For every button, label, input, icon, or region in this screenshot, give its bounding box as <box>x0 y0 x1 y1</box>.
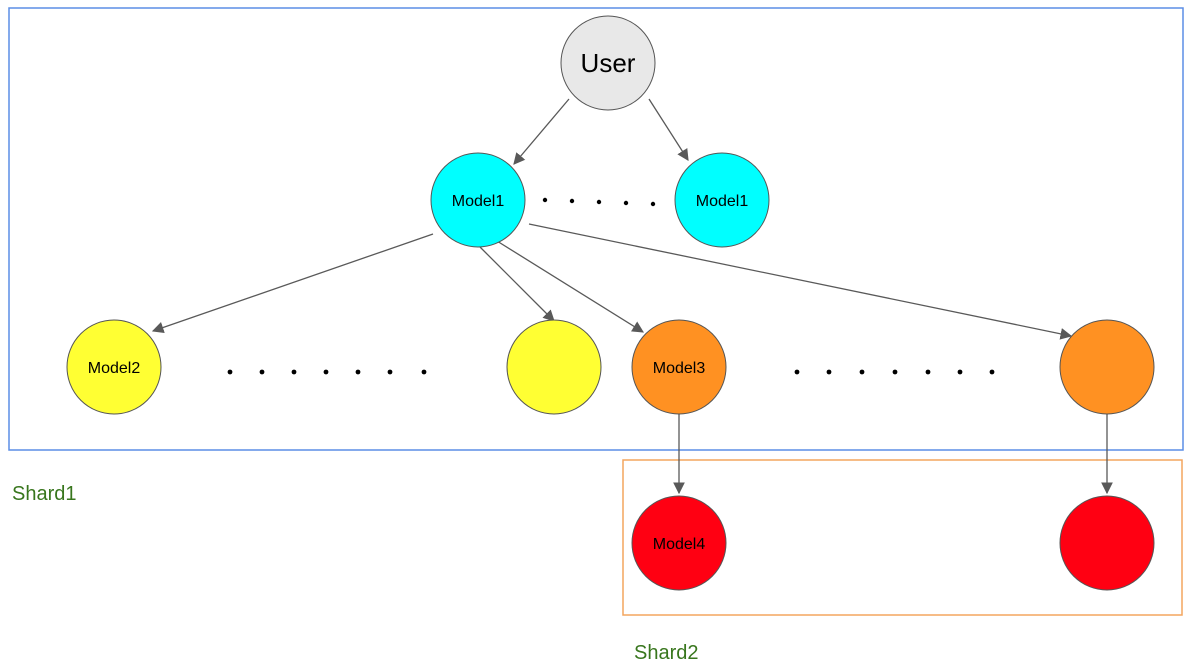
model3-node-first[interactable]: Model3 <box>631 319 727 415</box>
user-label: User <box>581 48 636 78</box>
model3-label-first: Model3 <box>653 360 706 377</box>
model4-node-first[interactable]: Model4 <box>631 495 727 591</box>
model3-row-ellipsis <box>794 369 995 375</box>
edge-model1-model2-last <box>479 246 555 322</box>
model1-node-last[interactable]: Model1 <box>674 152 770 248</box>
model2-label-first: Model2 <box>88 360 141 377</box>
edge-user-model1-first <box>513 98 570 165</box>
model3-circle-first <box>631 319 727 415</box>
model3-node-last[interactable] <box>1059 319 1155 415</box>
edge-model1-model3-last <box>528 223 1073 340</box>
model1-label-first: Model1 <box>452 193 505 210</box>
model1-circle-last <box>674 152 770 248</box>
model1-label-last: Model1 <box>696 193 749 210</box>
user-node[interactable]: User <box>560 15 656 111</box>
model2-circle-last <box>506 319 602 415</box>
model4-label-first: Model4 <box>653 536 706 553</box>
user-circle <box>560 15 656 111</box>
model1-circle-first <box>430 152 526 248</box>
model4-circle-first <box>631 495 727 591</box>
model3-circle-last <box>1059 319 1155 415</box>
shard1-label: Shard1 <box>12 483 77 505</box>
model1-row-ellipsis <box>542 197 656 207</box>
shard2-label: Shard2 <box>634 642 699 664</box>
model2-node-first[interactable]: Model2 <box>66 319 162 415</box>
model4-node-last[interactable] <box>1059 495 1155 591</box>
edge-model1-model2-first <box>151 233 434 334</box>
shard2-box <box>622 459 1183 616</box>
edge-user-model1-last <box>648 98 689 161</box>
model2-node-last[interactable] <box>506 319 602 415</box>
edge-model1-model3-first <box>496 240 644 333</box>
model4-circle-last <box>1059 495 1155 591</box>
model2-circle-first <box>66 319 162 415</box>
model1-node-first[interactable]: Model1 <box>430 152 526 248</box>
model2-row-ellipsis <box>227 369 427 375</box>
shard1-box <box>8 7 1184 451</box>
